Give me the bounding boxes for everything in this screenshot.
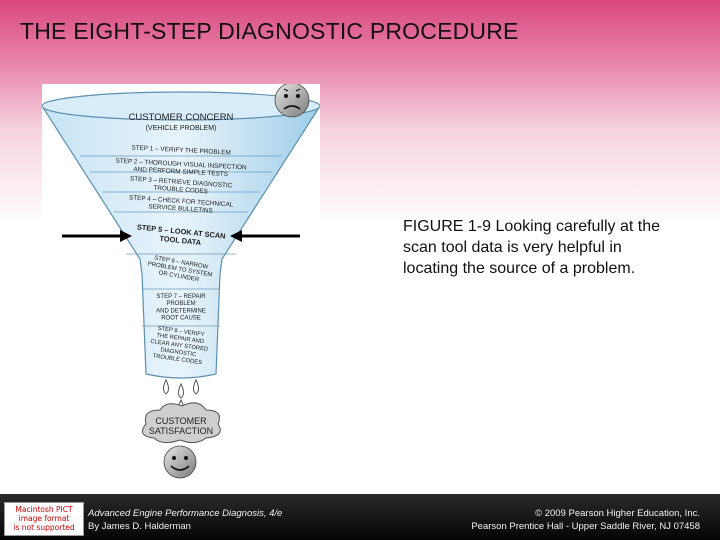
drop-icon: [163, 378, 169, 395]
book-title: Advanced Engine Performance Diagnosis, 4…: [88, 508, 283, 519]
publisher-info: © 2009 Pearson Higher Education, Inc. Pe…: [471, 507, 700, 533]
step-3-line: TROUBLE CODES: [153, 185, 208, 196]
right-arrow-icon: [230, 230, 300, 242]
customer-satisfaction-line-2: SATISFACTION: [149, 426, 213, 436]
publisher-text: Pearson Prentice Hall - Upper Saddle Riv…: [471, 521, 700, 532]
drop-icon: [178, 382, 184, 399]
figure-caption: FIGURE 1-9 Looking carefully at the scan…: [403, 216, 663, 279]
step-2-line: AND PERFORM SIMPLE TESTS: [133, 166, 228, 178]
left-arrow-icon: [62, 230, 132, 242]
step-7-line: AND DETERMINE: [156, 308, 206, 314]
step-7-line: PROBLEM: [166, 301, 195, 307]
drop-icon: [193, 378, 199, 395]
customer-satisfaction-line-1: CUSTOMER: [155, 416, 207, 426]
funnel-diagram: CUSTOMER CONCERN (VEHICLE PROBLEM) STEP …: [42, 84, 320, 494]
funnel-rim: [42, 91, 320, 121]
step-8-line: DIAGNOSTIC: [160, 347, 197, 358]
vehicle-problem-label: (VEHICLE PROBLEM): [146, 125, 217, 132]
step-4-line: SERVICE BULLETINS: [148, 203, 213, 214]
figure-number: FIGURE 1-9: [403, 218, 492, 235]
customer-concern-label: CUSTOMER CONCERN: [129, 112, 234, 123]
step-5-line: TOOL DATA: [159, 234, 202, 247]
footer-bar: Macintosh PICT image format is not suppo…: [0, 494, 720, 540]
copyright-text: © 2009 Pearson Higher Education, Inc.: [535, 508, 700, 519]
step-7-line: STEP 7 – REPAIR: [156, 294, 206, 300]
smiling-face-icon: [163, 445, 197, 479]
slide-title: THE EIGHT-STEP DIAGNOSTIC PROCEDURE: [20, 18, 519, 44]
frowning-face-icon: [274, 84, 310, 118]
funnel-svg: CUSTOMER CONCERN (VEHICLE PROBLEM) STEP …: [42, 84, 320, 479]
pict-placeholder: Macintosh PICT image format is not suppo…: [4, 502, 84, 536]
book-info: Advanced Engine Performance Diagnosis, 4…: [88, 507, 282, 533]
book-author: By James D. Halderman: [88, 521, 191, 532]
step-7-line: ROOT CAUSE: [161, 316, 201, 322]
figure-caption-text: Looking carefully at the scan tool data …: [403, 218, 661, 277]
pict-notice: Macintosh PICT image format is not suppo…: [13, 505, 75, 532]
satisfaction-cloud: [141, 402, 221, 444]
